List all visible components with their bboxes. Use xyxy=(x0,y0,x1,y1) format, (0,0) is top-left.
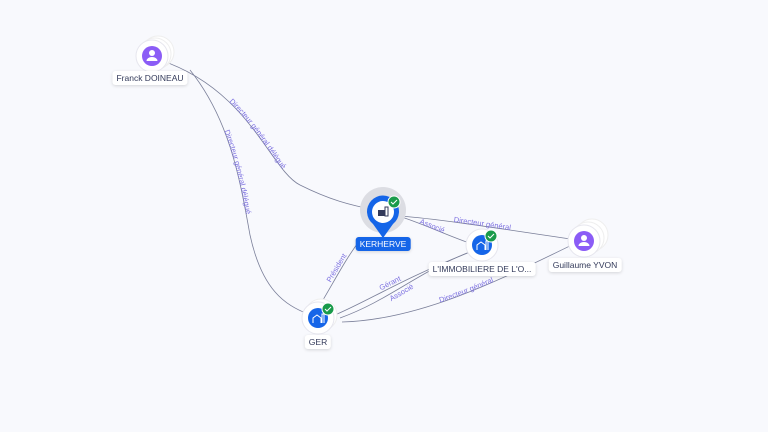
edge-label: Directeur général xyxy=(438,275,495,304)
verified-icon xyxy=(484,229,498,243)
edge-label: Président xyxy=(325,251,349,284)
building-icon xyxy=(378,210,385,216)
edges xyxy=(159,59,579,323)
node-guillaume[interactable] xyxy=(567,218,609,258)
node-label-guillaume[interactable]: Guillaume YVON xyxy=(548,258,622,272)
node-kerherve[interactable] xyxy=(360,187,406,238)
node-franck[interactable] xyxy=(135,35,175,73)
building-icon xyxy=(312,313,325,323)
node-label-limmo[interactable]: L'IMMOBILIERE DE L'O... xyxy=(428,262,536,276)
node-label-kerherve[interactable]: KERHERVE xyxy=(355,237,411,251)
verified-icon xyxy=(321,302,335,316)
node-label-ger[interactable]: GER xyxy=(304,335,332,349)
verified-icon xyxy=(387,195,401,209)
node-limmo[interactable] xyxy=(465,228,499,262)
edge-label: Directeur général délégué xyxy=(223,128,254,214)
node-label-franck[interactable]: Franck DOINEAU xyxy=(112,71,188,85)
node-ger[interactable] xyxy=(301,298,338,335)
